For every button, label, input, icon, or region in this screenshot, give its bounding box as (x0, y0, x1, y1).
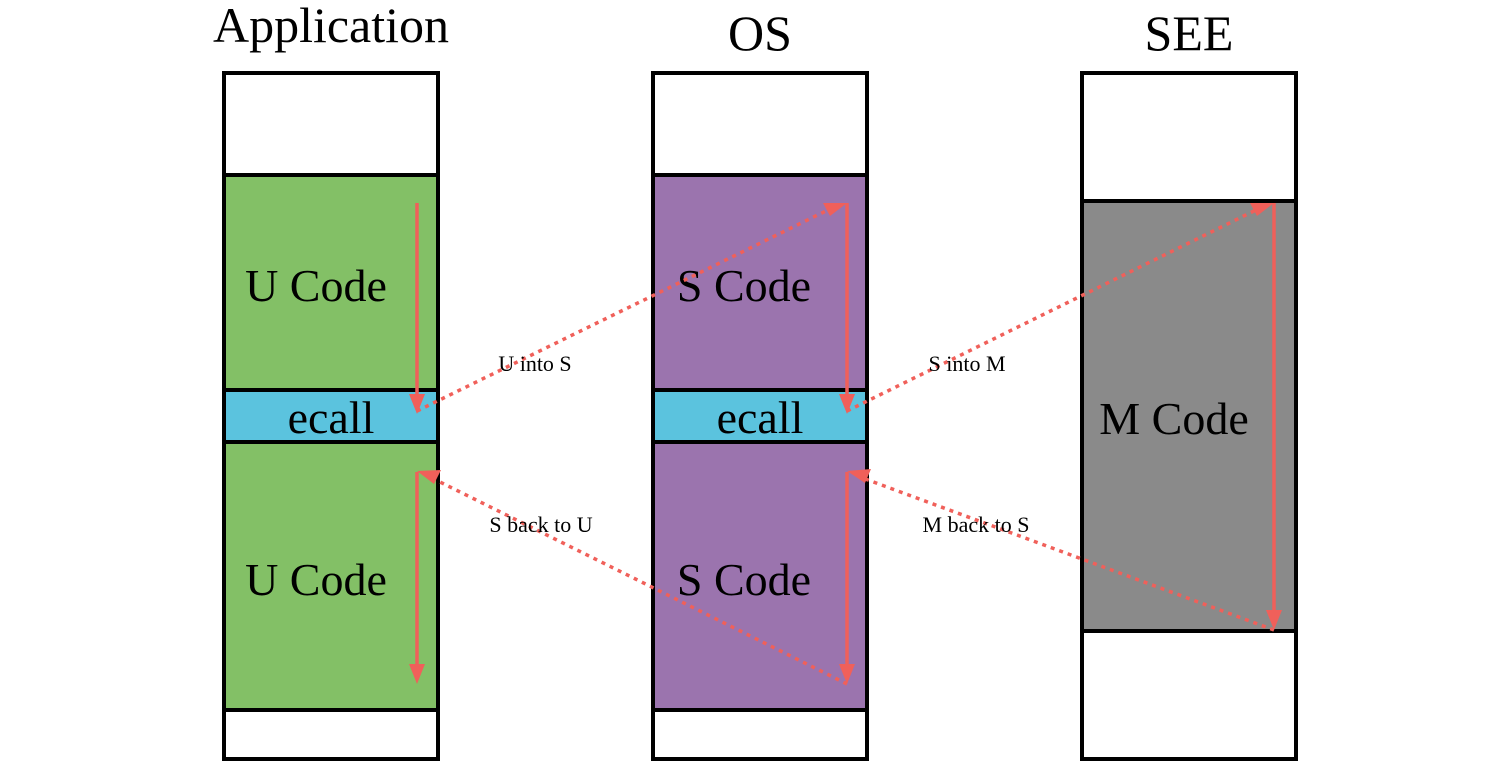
os-ecall-label: ecall (717, 392, 804, 443)
m-back-to-s-arrow-head (847, 469, 871, 483)
transition-arrows (416, 203, 1275, 686)
application-top-u-code-block (222, 173, 440, 392)
u-into-s-arrow-head (823, 203, 847, 216)
app-top-exec-arrow-head (409, 394, 425, 414)
os-bottom-s-code-label: S Code (677, 554, 811, 605)
s-into-m-label: S into M (928, 351, 1005, 376)
os-bottom-s-code-block (651, 440, 869, 712)
see-title: SEE (1145, 5, 1234, 61)
os-top-s-code-label: S Code (677, 260, 811, 311)
application-title: Application (213, 0, 449, 53)
os-bottom-exec-arrow-head (839, 664, 855, 684)
see-top-empty-block (1080, 71, 1298, 203)
application-bottom-empty-block (222, 708, 440, 761)
os-top-exec-arrow-head (839, 394, 855, 414)
application-top-empty-block (222, 71, 440, 177)
os-title: OS (728, 5, 792, 61)
see-m-code-label: M Code (1099, 393, 1249, 444)
see-column: SEE M Code (1080, 5, 1298, 761)
see-bottom-empty-block (1080, 629, 1298, 761)
m-back-to-s-label: M back to S (923, 512, 1030, 537)
application-bottom-u-code-block (222, 440, 440, 712)
u-into-s-label: U into S (498, 351, 571, 376)
os-bottom-empty-block (651, 708, 869, 761)
application-top-u-code-label: U Code (245, 260, 387, 311)
transition-labels: U into S S back to U S into M M back to … (489, 351, 1029, 537)
application-ecall-label: ecall (288, 392, 375, 443)
m-back-to-s-arrow-line (859, 475, 1275, 632)
app-bottom-exec-arrow-head (409, 664, 425, 684)
s-back-to-u-arrow-head (417, 470, 441, 484)
os-top-empty-block (651, 71, 869, 177)
s-back-to-u-label: S back to U (489, 512, 592, 537)
execution-arrows (409, 203, 1282, 684)
os-column: OS S Code ecall S Code (651, 5, 869, 761)
application-column: Application U Code ecall U Code (213, 0, 449, 761)
application-bottom-u-code-label: U Code (245, 554, 387, 605)
see-exec-arrow-head (1266, 610, 1282, 630)
s-back-to-u-arrow-line (429, 475, 848, 686)
s-into-m-arrow-head (1250, 203, 1274, 216)
